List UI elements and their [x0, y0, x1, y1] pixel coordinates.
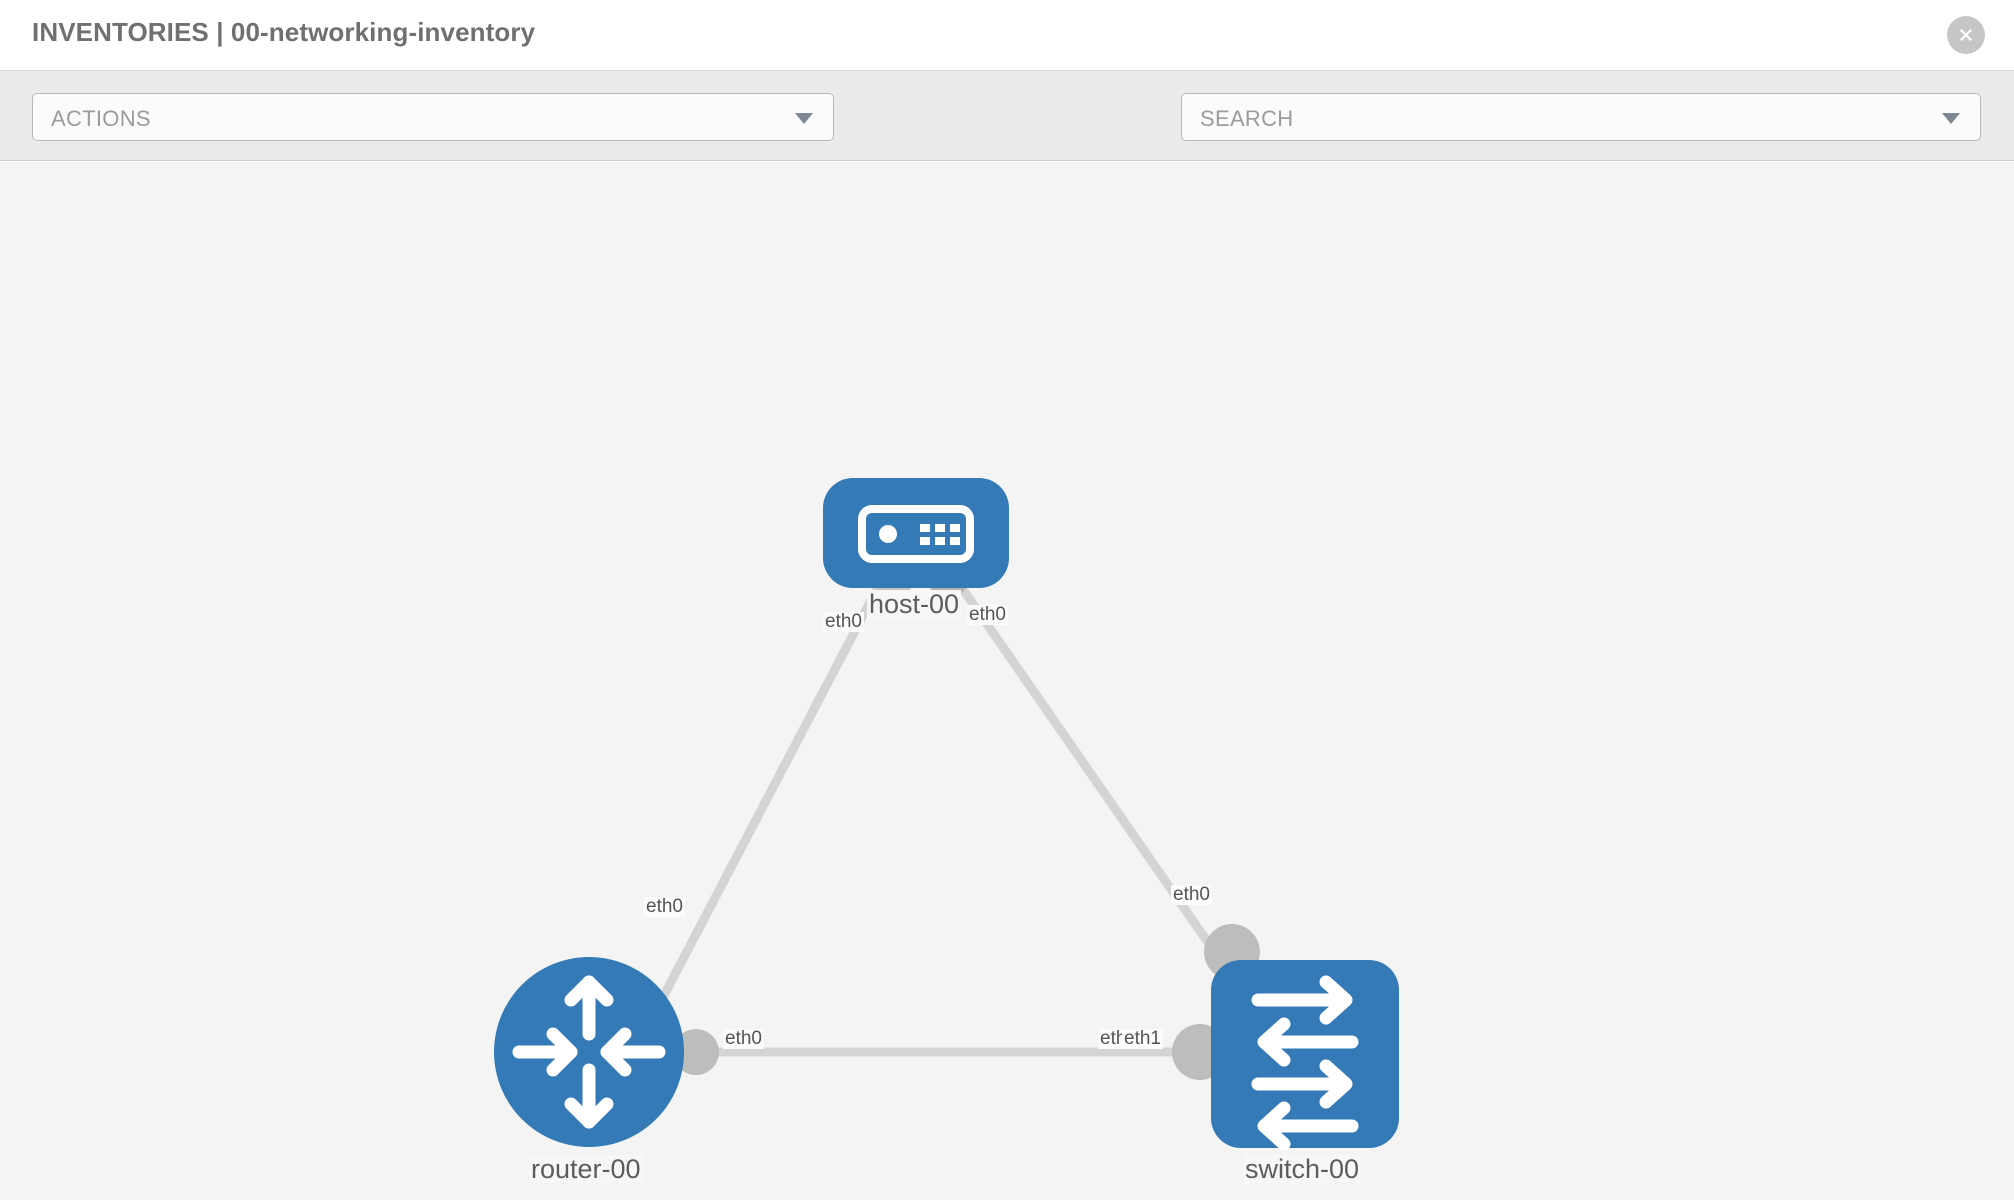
- iface-label-switch-trunk[interactable]: eth1: [1122, 1028, 1163, 1049]
- iface-label-router-uplink[interactable]: eth0: [644, 896, 685, 917]
- search-placeholder: SEARCH: [1200, 106, 1294, 131]
- actions-dropdown[interactable]: ACTIONS: [32, 93, 834, 141]
- actions-dropdown-label: ACTIONS: [51, 106, 151, 131]
- chevron-down-icon: [795, 113, 813, 124]
- toolbar: ACTIONS SEARCH: [0, 71, 2014, 201]
- page-title: INVENTORIES | 00-networking-inventory: [32, 17, 536, 47]
- iface-label-host-left[interactable]: eth0: [823, 611, 864, 632]
- node-host-00: [823, 478, 1009, 588]
- connector-router-trunk: [673, 1029, 719, 1075]
- node-label-switch-00[interactable]: switch-00: [1243, 1154, 1362, 1184]
- search-chevron-down-icon[interactable]: [1942, 113, 1960, 124]
- page-header: INVENTORIES | 00-networking-inventory: [0, 0, 2014, 71]
- link-host-switch: [944, 565, 1229, 970]
- topology-links: [646, 565, 1229, 1057]
- iface-label-router-trunk[interactable]: eth0: [723, 1028, 764, 1049]
- node-label-router-00[interactable]: router-00: [529, 1154, 643, 1184]
- node-label-host-00[interactable]: host-00: [867, 589, 962, 619]
- close-icon: [1956, 25, 1976, 45]
- iface-label-host-right[interactable]: eth0: [967, 604, 1008, 625]
- close-button[interactable]: [1947, 16, 1985, 54]
- node-router-00: [494, 957, 684, 1147]
- topology-canvas[interactable]: host-00 router-00 switch-00 eth0 eth0 et…: [0, 162, 2014, 1200]
- node-switch-00: [1211, 960, 1399, 1151]
- router-icon: [512, 975, 666, 1129]
- iface-label-switch-uplink[interactable]: eth0: [1171, 884, 1212, 905]
- switch-icon: [1251, 975, 1359, 1151]
- link-host-router: [646, 565, 892, 1025]
- search-input[interactable]: SEARCH: [1181, 93, 1981, 141]
- server-icon: [858, 505, 974, 563]
- topology-graph: [494, 478, 1399, 1151]
